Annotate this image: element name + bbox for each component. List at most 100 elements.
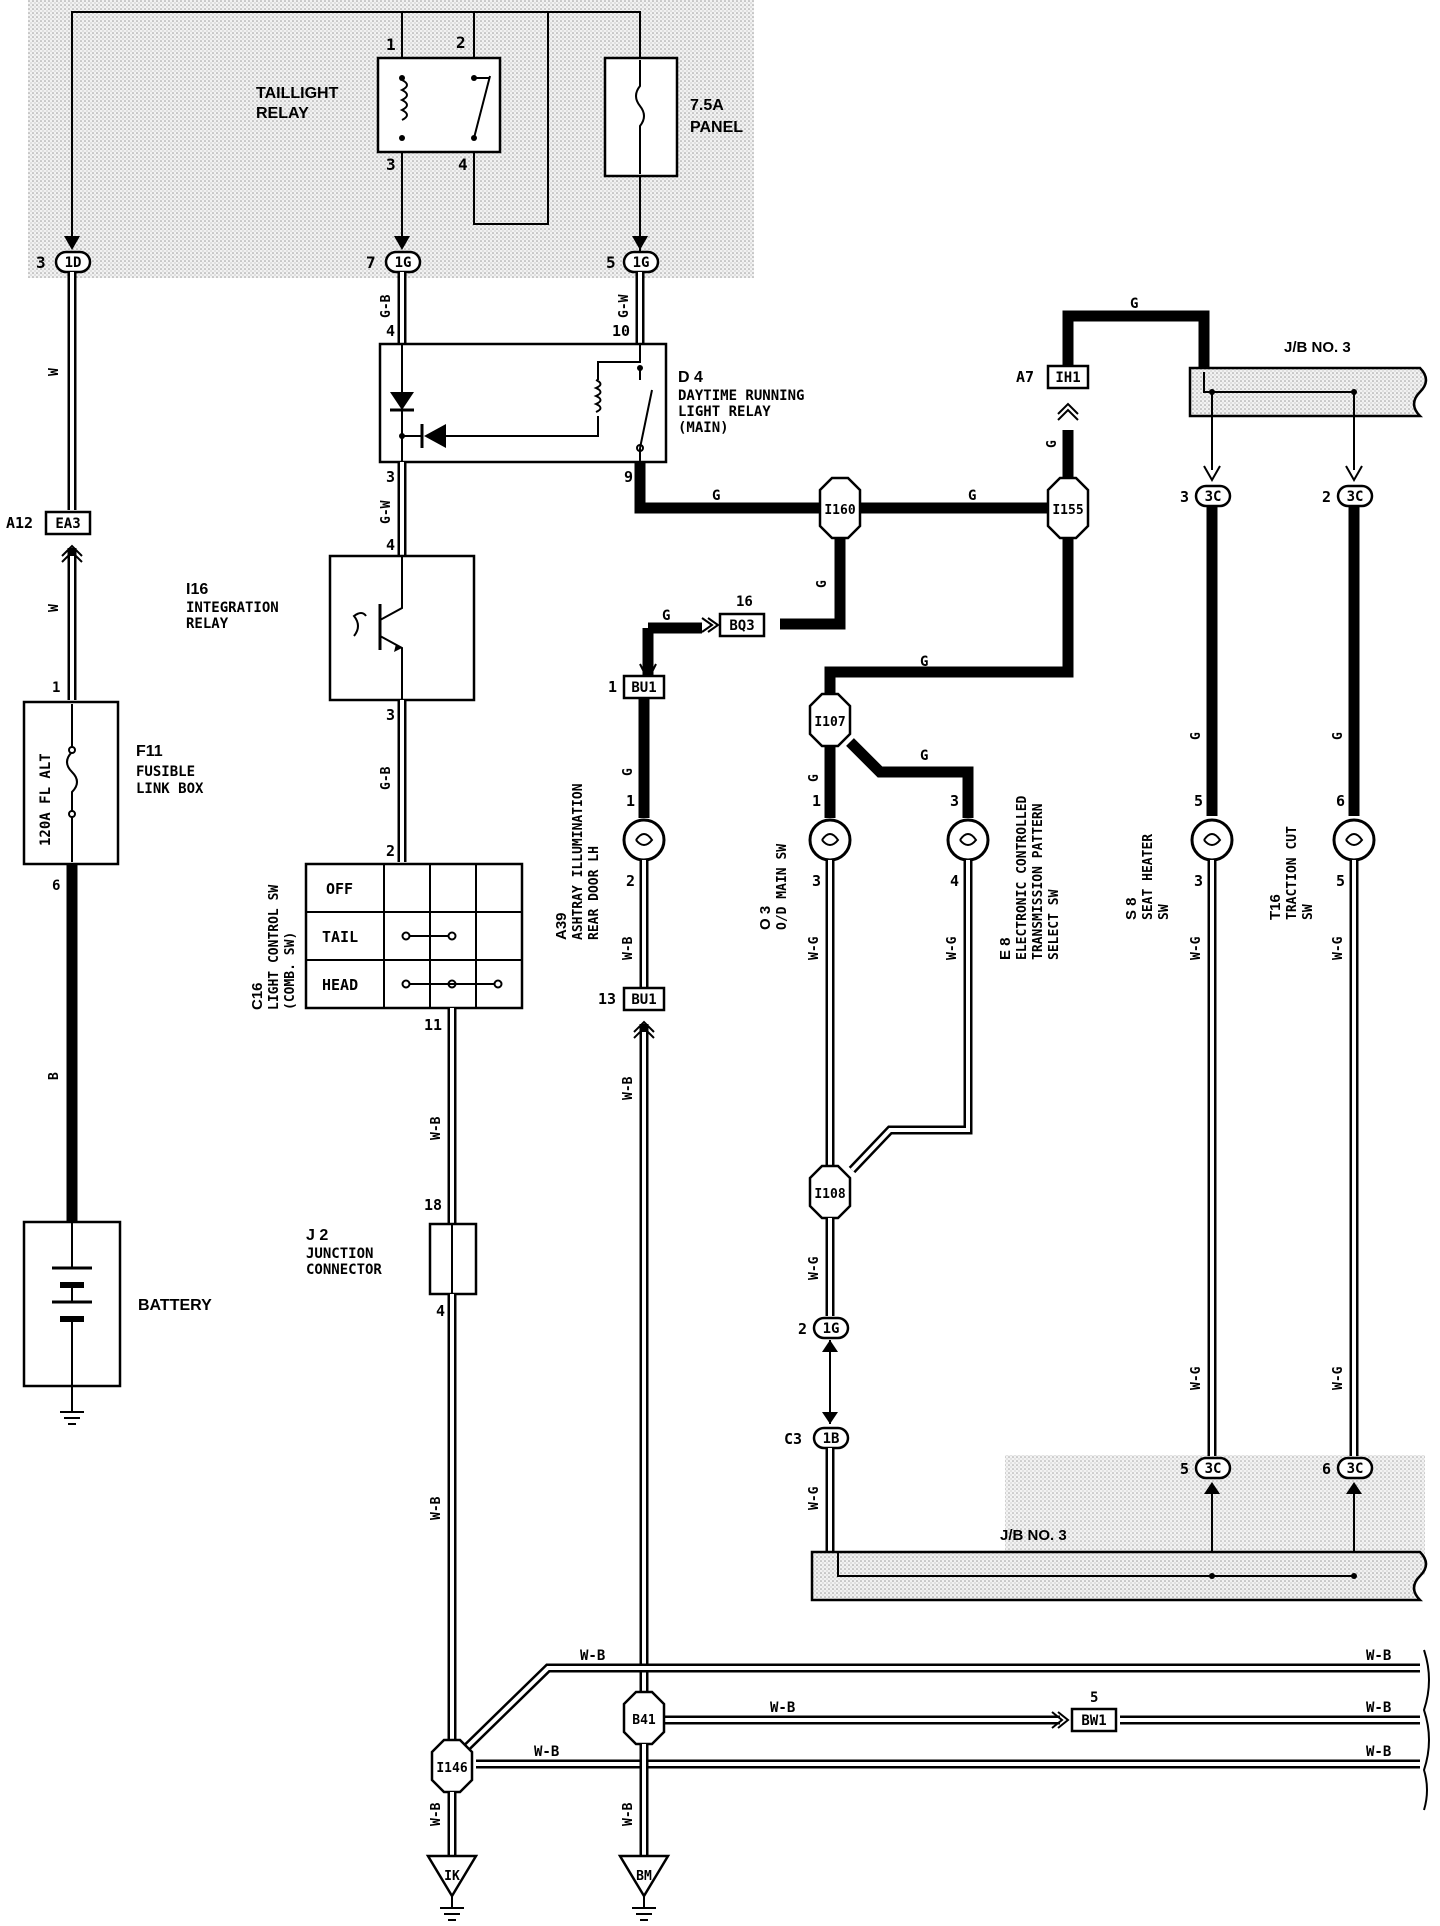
svg-text:D 4: D 4 <box>678 369 703 386</box>
splice-i155: I155 <box>1046 476 1090 540</box>
svg-text:SW: SW <box>1301 904 1316 920</box>
ashtray-bulb-icon <box>622 818 666 862</box>
svg-text:1: 1 <box>52 680 60 696</box>
svg-text:C16: C16 <box>249 982 266 1010</box>
connector-1g-7: 1G 7 <box>366 250 422 274</box>
svg-text:W-B: W-B <box>1366 1744 1391 1760</box>
svg-text:J 2: J 2 <box>306 1227 328 1244</box>
svg-text:I155: I155 <box>1052 503 1083 518</box>
splice-b41: B41 <box>622 1690 666 1746</box>
svg-text:C3: C3 <box>784 1430 802 1448</box>
svg-text:W-B: W-B <box>770 1700 795 1716</box>
connector-3c-3: 3C 3 <box>1180 484 1232 508</box>
svg-text:4: 4 <box>436 1302 445 1320</box>
svg-text:G-B: G-B <box>379 294 394 318</box>
svg-text:1: 1 <box>626 792 635 810</box>
junction-connector: J 2 JUNCTION CONNECTOR 4 <box>306 1222 478 1320</box>
svg-text:FUSIBLE: FUSIBLE <box>136 764 195 780</box>
svg-text:I16: I16 <box>186 581 208 598</box>
splice-i146: I146 <box>430 1738 474 1794</box>
svg-text:SEAT HEATER: SEAT HEATER <box>1141 834 1156 920</box>
ground-bm-icon: BM <box>617 1854 671 1921</box>
svg-text:3: 3 <box>386 468 395 486</box>
seat-heater-sw-icon <box>1190 818 1234 862</box>
ect-sw-icon <box>946 818 990 862</box>
svg-text:6: 6 <box>1322 1460 1331 1478</box>
svg-text:W-B: W-B <box>429 1496 444 1520</box>
svg-text:11: 11 <box>424 1016 442 1034</box>
svg-text:5: 5 <box>1180 1460 1189 1478</box>
connector-3c-6: 3C 6 <box>1322 1456 1374 1480</box>
panel-fuse: 7.5A PANEL <box>603 56 743 178</box>
taillight-relay-label-2: RELAY <box>256 105 309 122</box>
svg-text:BU1: BU1 <box>631 680 656 696</box>
svg-text:5: 5 <box>1090 1690 1098 1706</box>
light-control-switch: OFF TAIL HEAD C16 LIGHT CONTROL SW (COMB… <box>249 862 524 1034</box>
svg-text:LIGHT CONTROL SW: LIGHT CONTROL SW <box>267 885 282 1010</box>
svg-text:2: 2 <box>386 842 395 860</box>
battery-ground-icon <box>60 1386 84 1425</box>
svg-text:1: 1 <box>608 678 617 696</box>
svg-text:G: G <box>1130 296 1138 312</box>
svg-text:3C: 3C <box>1347 1461 1364 1477</box>
connector-bu1-bottom: BU1 13 <box>598 986 666 1039</box>
fuse-name: PANEL <box>690 119 743 136</box>
svg-text:BU1: BU1 <box>631 992 656 1008</box>
svg-text:W-B: W-B <box>621 936 636 960</box>
svg-text:3: 3 <box>1180 488 1189 506</box>
svg-text:I108: I108 <box>814 1187 845 1202</box>
svg-text:IH1: IH1 <box>1055 370 1080 386</box>
svg-text:G-W: G-W <box>617 294 632 318</box>
junction-block-top: J/B NO. 3 <box>1188 339 1428 470</box>
svg-text:3: 3 <box>36 253 46 272</box>
fuse-rating: 7.5A <box>690 97 724 114</box>
svg-text:G: G <box>1189 732 1204 740</box>
svg-text:W-G: W-G <box>1331 936 1346 960</box>
svg-text:G: G <box>968 488 976 504</box>
svg-text:9: 9 <box>624 468 633 486</box>
relay-pin-2: 2 <box>456 33 466 52</box>
svg-text:B41: B41 <box>632 1713 656 1728</box>
svg-text:I160: I160 <box>824 503 855 518</box>
junction-block-bottom: J/B NO. 3 <box>810 1527 1428 1602</box>
svg-text:G: G <box>920 748 928 764</box>
traction-cut-sw-icon <box>1332 818 1376 862</box>
svg-text:4: 4 <box>386 322 395 340</box>
connector-ih1: IH1 A7 <box>1016 364 1090 421</box>
svg-text:6: 6 <box>52 878 60 894</box>
svg-text:O 3: O 3 <box>757 906 774 930</box>
svg-text:2: 2 <box>798 1320 807 1338</box>
svg-text:B: B <box>47 1072 62 1080</box>
svg-text:120A FL ALT: 120A FL ALT <box>38 753 54 846</box>
svg-text:LIGHT RELAY: LIGHT RELAY <box>678 404 771 420</box>
svg-text:W-G: W-G <box>807 936 822 960</box>
connector-1b: 1B C3 <box>784 1426 850 1450</box>
svg-text:W: W <box>47 368 62 376</box>
svg-text:G-W: G-W <box>379 500 394 524</box>
fusible-link-box: 120A FL ALT F11 FUSIBLE LINK BOX 6 <box>22 700 204 894</box>
taillight-relay: 1 2 3 4 TAILLIGHT RELAY <box>256 33 502 174</box>
svg-text:W-B: W-B <box>534 1744 559 1760</box>
svg-text:G: G <box>712 488 720 504</box>
svg-text:1: 1 <box>812 792 821 810</box>
g-power-bus <box>634 310 1210 818</box>
svg-text:A39: A39 <box>553 912 570 940</box>
connector-1g-2: 1G 2 <box>798 1316 850 1340</box>
svg-text:DAYTIME RUNNING: DAYTIME RUNNING <box>678 388 804 404</box>
svg-text:G: G <box>1331 732 1346 740</box>
svg-text:SELECT SW: SELECT SW <box>1047 889 1062 960</box>
connector-bu1-top: BU1 1 <box>608 674 666 700</box>
relay-pin-1: 1 <box>386 35 396 54</box>
svg-text:G: G <box>662 608 670 624</box>
svg-text:1G: 1G <box>395 255 412 271</box>
svg-text:W-B: W-B <box>429 1116 444 1140</box>
svg-text:G: G <box>621 768 636 776</box>
svg-text:16: 16 <box>736 594 753 610</box>
svg-text:W-B: W-B <box>621 1076 636 1100</box>
w-b-ground-bus <box>458 1649 1430 1811</box>
ground-ik-icon: IK <box>425 1854 479 1921</box>
svg-text:I146: I146 <box>436 1761 467 1776</box>
svg-text:TRANSMISSION PATTERN: TRANSMISSION PATTERN <box>1031 803 1046 960</box>
